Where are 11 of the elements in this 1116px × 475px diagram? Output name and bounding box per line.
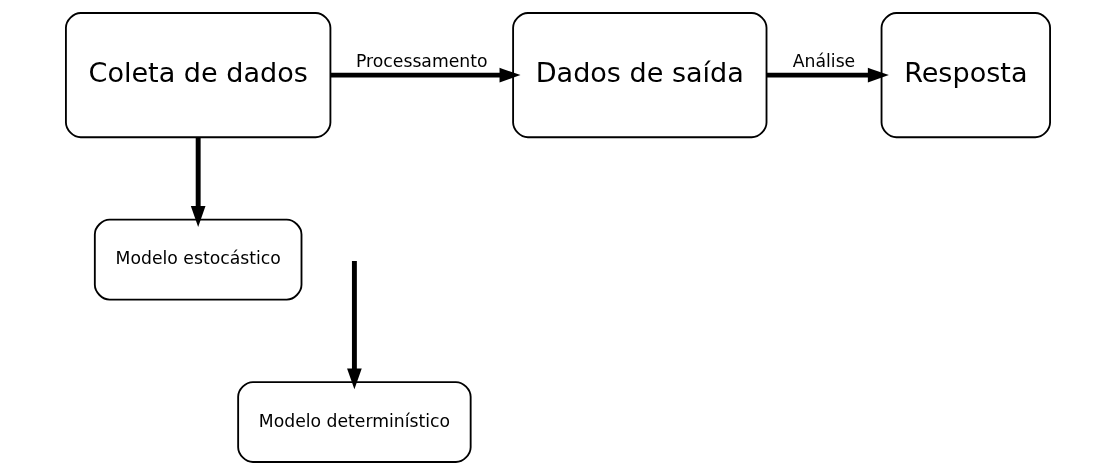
arrow	[330, 67, 521, 83]
edge-label: Processamento	[356, 50, 488, 71]
node-box: Modelo determinístico	[237, 381, 472, 463]
arrow	[347, 261, 362, 390]
edge-label: Análise	[792, 50, 856, 71]
arrow	[766, 67, 889, 83]
node-box: Modelo estocástico	[93, 218, 303, 301]
arrow	[190, 137, 206, 227]
node-box: Dados de saída	[512, 12, 768, 139]
node-box: Coleta de dados	[65, 12, 332, 139]
node-box: Resposta	[880, 12, 1051, 139]
